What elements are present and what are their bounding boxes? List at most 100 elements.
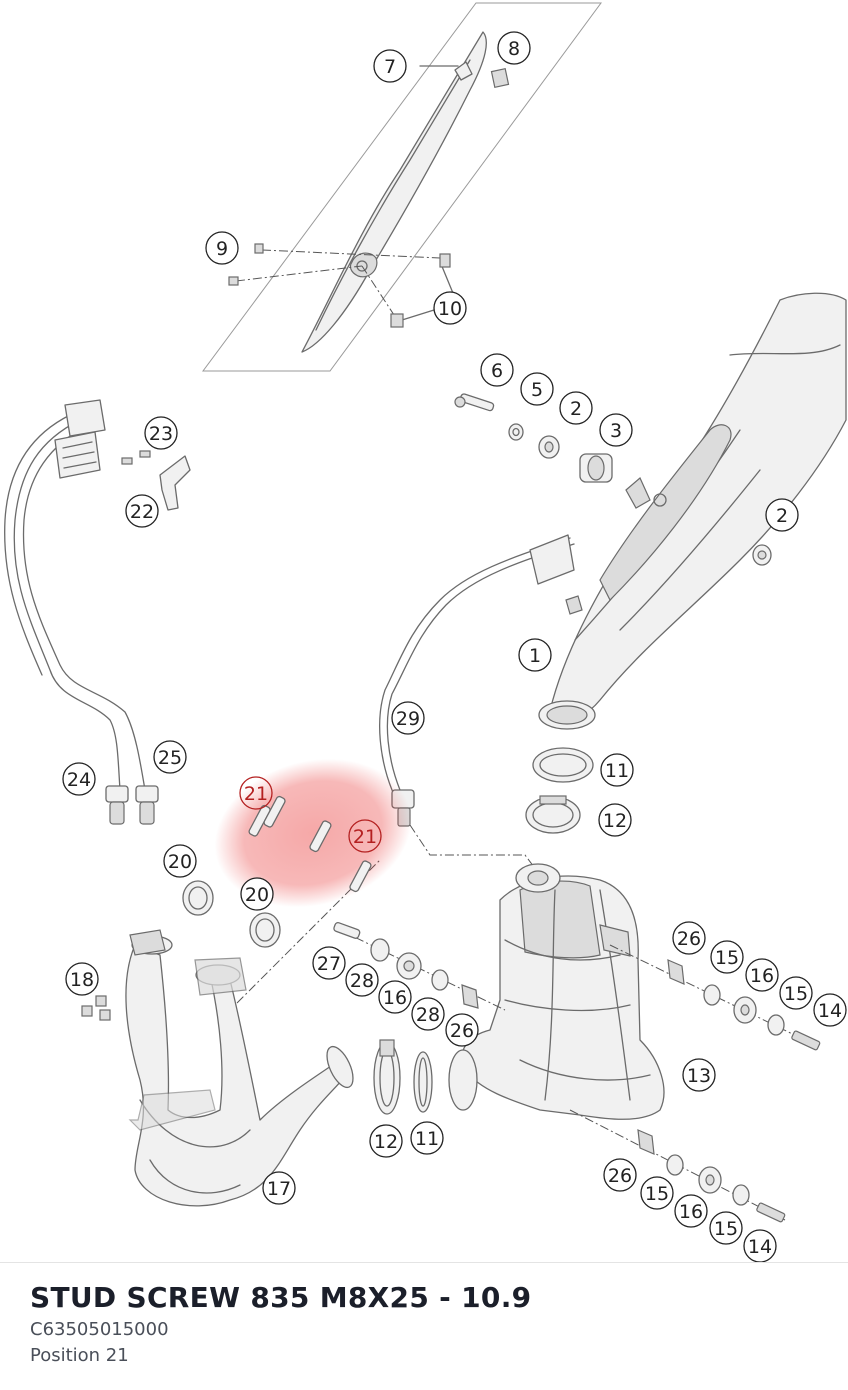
callout-11[interactable]: 11 — [600, 753, 634, 787]
callout-14[interactable]: 14 — [813, 993, 847, 1027]
callout-7[interactable]: 7 — [373, 49, 407, 83]
clamp-12-lower — [373, 1039, 401, 1115]
callout-label: 28 — [416, 1004, 440, 1026]
callout-23[interactable]: 23 — [144, 416, 178, 450]
grommet-2a — [538, 435, 560, 459]
callout-12[interactable]: 12 — [598, 803, 632, 837]
gasket-11-lower — [413, 1051, 433, 1113]
callout-26[interactable]: 26 — [603, 1158, 637, 1192]
manifold-box-13 — [448, 863, 665, 1120]
silencer — [538, 292, 847, 730]
callout-12[interactable]: 12 — [369, 1124, 403, 1158]
hardware-upper-right — [609, 944, 821, 1051]
clip-nut-8 — [490, 68, 510, 88]
callout-28[interactable]: 28 — [411, 997, 445, 1031]
callout-label: 1 — [529, 645, 541, 667]
callout-24[interactable]: 24 — [62, 762, 96, 796]
callout-label: 28 — [350, 970, 374, 992]
callout-5[interactable]: 5 — [520, 372, 554, 406]
callout-2[interactable]: 2 — [765, 498, 799, 532]
callout-16[interactable]: 16 — [378, 980, 412, 1014]
callout-8[interactable]: 8 — [497, 31, 531, 65]
screw-9a — [254, 243, 264, 254]
callout-label: 29 — [396, 708, 420, 730]
callout-label: 3 — [610, 420, 622, 442]
callout-15[interactable]: 15 — [779, 976, 813, 1010]
callout-20[interactable]: 20 — [163, 844, 197, 878]
callout-label: 13 — [687, 1065, 711, 1087]
callout-label: 2 — [776, 505, 788, 527]
callout-16[interactable]: 16 — [674, 1194, 708, 1228]
washer-5 — [508, 423, 524, 441]
callout-25[interactable]: 25 — [153, 740, 187, 774]
lambda-sensor-cables — [4, 399, 159, 825]
callout-26[interactable]: 26 — [445, 1013, 479, 1047]
callout-label: 27 — [317, 953, 341, 975]
callout-14[interactable]: 14 — [743, 1229, 777, 1262]
callout-27[interactable]: 27 — [312, 946, 346, 980]
callout-label: 16 — [383, 987, 407, 1009]
callout-29[interactable]: 29 — [391, 701, 425, 735]
callout-label: 11 — [605, 760, 629, 782]
callout-10[interactable]: 10 — [433, 291, 467, 325]
mount-bolt-6 — [454, 393, 495, 412]
callout-label: 22 — [130, 501, 154, 523]
callout-label: 21 — [244, 783, 268, 805]
gasket-20b — [249, 912, 281, 948]
highlight-area — [214, 758, 412, 908]
callout-label: 10 — [438, 298, 462, 320]
callout-26[interactable]: 26 — [672, 921, 706, 955]
callout-label: 20 — [245, 884, 269, 906]
hardware-lower-right — [569, 1109, 786, 1223]
gasket-11-upper — [532, 747, 594, 783]
callout-15[interactable]: 15 — [640, 1176, 674, 1210]
callout-label: 11 — [415, 1128, 439, 1150]
callout-1[interactable]: 1 — [518, 638, 552, 672]
callout-20[interactable]: 20 — [240, 877, 274, 911]
callout-label: 15 — [784, 983, 808, 1005]
callout-6[interactable]: 6 — [480, 353, 514, 387]
callout-15[interactable]: 15 — [710, 940, 744, 974]
part-title: STUD SCREW 835 M8X25 - 10.9 — [30, 1281, 532, 1314]
screw-9b — [228, 276, 239, 286]
callout-label: 7 — [384, 56, 396, 78]
clamp-12-upper — [525, 795, 581, 834]
callout-label: 9 — [216, 238, 228, 260]
callout-21[interactable]: 21 — [348, 819, 382, 853]
callout-label: 15 — [714, 1218, 738, 1240]
callout-label: 15 — [715, 947, 739, 969]
grommet-2b — [752, 544, 772, 566]
callout-21[interactable]: 21 — [239, 776, 273, 810]
callout-15[interactable]: 15 — [709, 1211, 743, 1245]
nuts-18 — [81, 995, 111, 1021]
header-pipes-17 — [125, 859, 381, 1207]
part-position: Position 21 — [30, 1345, 129, 1366]
screws-23 — [121, 450, 151, 465]
callout-3[interactable]: 3 — [599, 413, 633, 447]
callout-label: 26 — [677, 928, 701, 950]
callout-17[interactable]: 17 — [262, 1171, 296, 1205]
callout-22[interactable]: 22 — [125, 494, 159, 528]
heat-shield-group — [202, 2, 602, 372]
callout-16[interactable]: 16 — [745, 958, 779, 992]
part-info-panel: STUD SCREW 835 M8X25 - 10.9 C63505015000… — [0, 1262, 848, 1390]
callout-label: 14 — [748, 1236, 772, 1258]
callout-label: 17 — [267, 1178, 291, 1200]
callout-label: 21 — [353, 826, 377, 848]
callout-9[interactable]: 9 — [205, 231, 239, 265]
callout-label: 25 — [158, 747, 182, 769]
callout-label: 2 — [570, 398, 582, 420]
callout-28[interactable]: 28 — [345, 963, 379, 997]
part-number: C63505015000 — [30, 1319, 169, 1340]
callout-13[interactable]: 13 — [682, 1058, 716, 1092]
callout-18[interactable]: 18 — [65, 962, 99, 996]
callout-label: 23 — [149, 423, 173, 445]
callout-label: 5 — [531, 379, 543, 401]
spring-nut-10a — [439, 253, 451, 268]
callout-label: 14 — [818, 1000, 842, 1022]
callout-11[interactable]: 11 — [410, 1121, 444, 1155]
callout-label: 26 — [608, 1165, 632, 1187]
callout-label: 16 — [750, 965, 774, 987]
callout-2[interactable]: 2 — [559, 391, 593, 425]
